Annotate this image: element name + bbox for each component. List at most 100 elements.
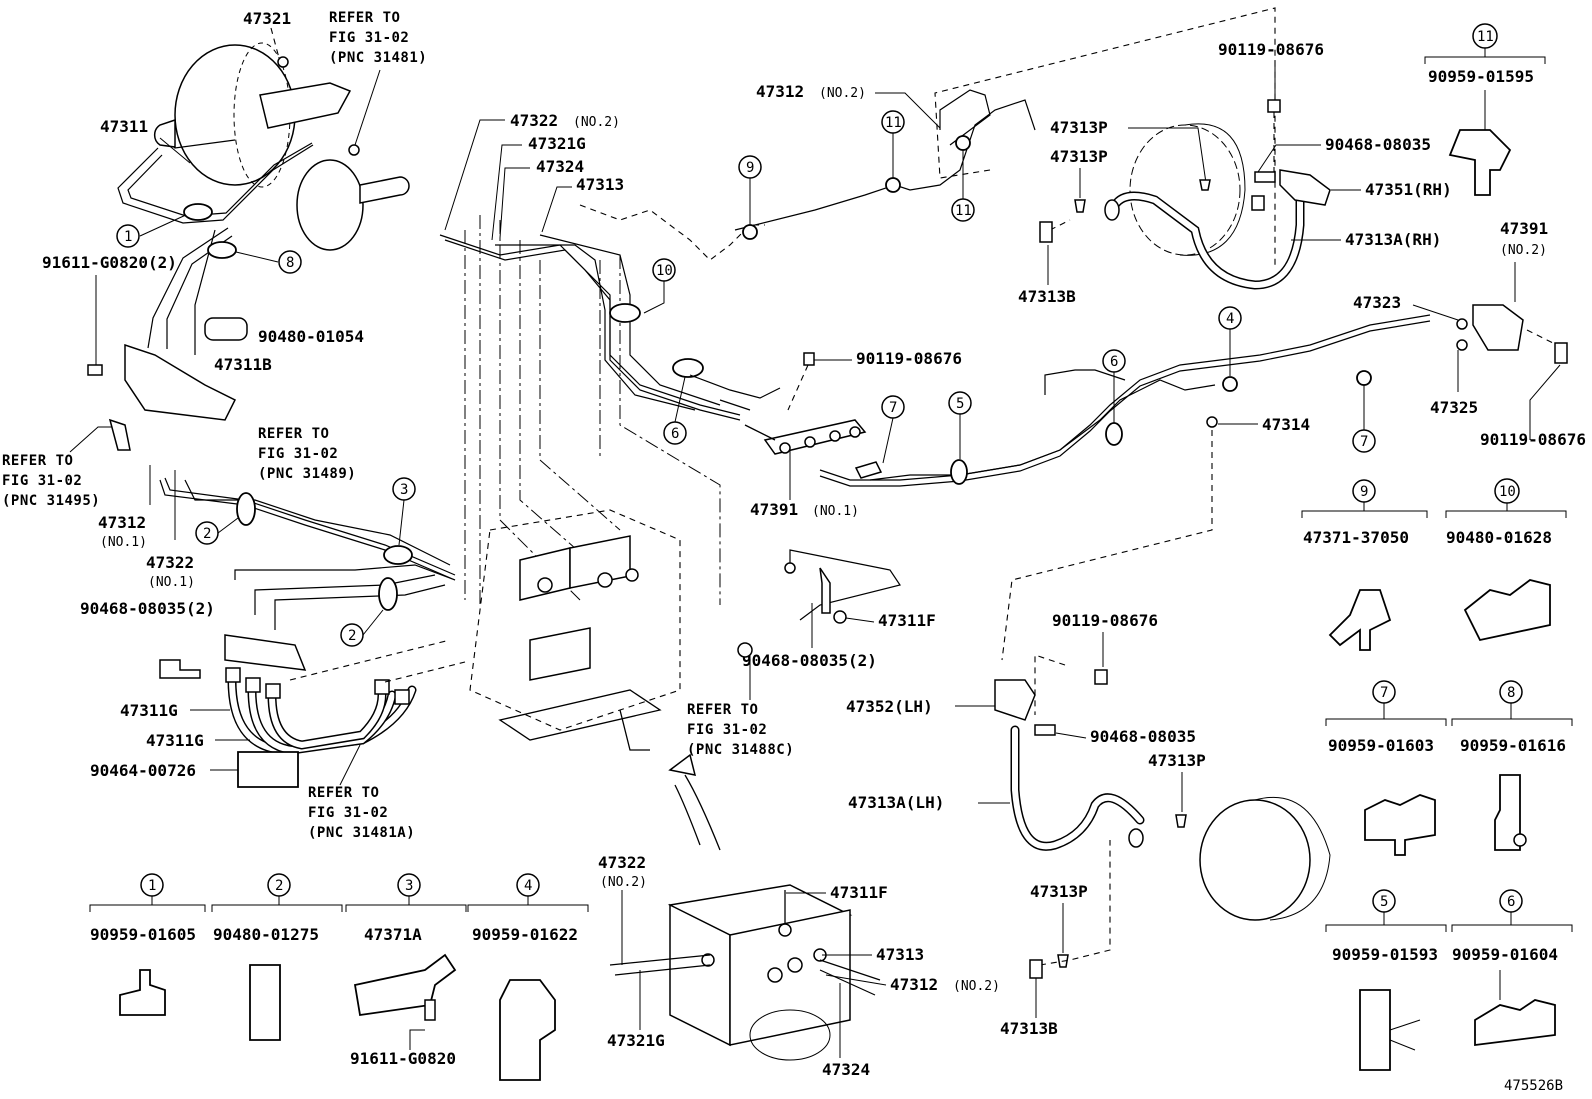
label-47325: 47325 bbox=[1430, 398, 1478, 417]
svg-text:2: 2 bbox=[275, 878, 283, 894]
label-47323: 47323 bbox=[1353, 293, 1401, 312]
svg-text:(PNC 31481A): (PNC 31481A) bbox=[308, 825, 415, 841]
label-90119-08676-lh: 90119-08676 bbox=[1052, 611, 1158, 630]
svg-text:(NO.2): (NO.2) bbox=[600, 875, 647, 890]
legend-part-90959-01605: 90959-01605 bbox=[90, 925, 196, 944]
label-47311F-mid: 47311F bbox=[878, 611, 936, 630]
label-47314: 47314 bbox=[1262, 415, 1310, 434]
svg-text:10: 10 bbox=[656, 263, 673, 279]
svg-text:(NO.2): (NO.2) bbox=[953, 979, 1000, 994]
svg-text:(NO.1): (NO.1) bbox=[812, 504, 859, 519]
mid-right-pipes bbox=[819, 314, 1431, 487]
legend-part-91611-G0820: 91611-G0820 bbox=[350, 1049, 456, 1068]
label-90468-08035-2-left: 90468-08035(2) bbox=[80, 599, 215, 618]
svg-text:REFER TO: REFER TO bbox=[258, 426, 329, 442]
label-90119-08676-tr: 90119-08676 bbox=[1218, 40, 1324, 59]
svg-text:8: 8 bbox=[286, 255, 294, 271]
label-47311B: 47311B bbox=[214, 355, 272, 374]
svg-text:REFER TO: REFER TO bbox=[308, 785, 379, 801]
label-47311G-b: 47311G bbox=[146, 731, 204, 750]
label-90468-08035-tr: 90468-08035 bbox=[1325, 135, 1431, 154]
label-47321: 47321 bbox=[243, 9, 291, 28]
rh-brake-drum bbox=[1129, 123, 1246, 256]
svg-text:FIG 31-02: FIG 31-02 bbox=[329, 30, 409, 46]
svg-text:9: 9 bbox=[1360, 484, 1368, 500]
label-47352-lh: 47352(LH) bbox=[846, 697, 933, 716]
label-47313P-lh2: 47313P bbox=[1030, 882, 1088, 901]
legend-part-90959-01604: 90959-01604 bbox=[1452, 945, 1558, 964]
svg-text:1: 1 bbox=[148, 878, 156, 894]
bracket-47352-lh bbox=[994, 679, 1036, 721]
callout-10: 10 bbox=[652, 258, 676, 282]
label-47313B-top: 47313B bbox=[1018, 287, 1076, 306]
clamp-legend-9: 9 47371-37050 bbox=[1301, 479, 1428, 651]
callout-11a: 11 bbox=[881, 110, 905, 134]
legend-part-90959-01622: 90959-01622 bbox=[472, 925, 578, 944]
svg-text:3: 3 bbox=[405, 878, 413, 894]
label-47313-top: 47313 bbox=[576, 175, 624, 194]
view-arrow bbox=[668, 753, 721, 851]
svg-text:6: 6 bbox=[671, 426, 679, 442]
svg-text:1: 1 bbox=[124, 229, 132, 245]
legend-part-90959-01593: 90959-01593 bbox=[1332, 945, 1438, 964]
label-47391-no2: 47391 bbox=[1500, 219, 1548, 238]
legend-part-90959-01616: 90959-01616 bbox=[1460, 736, 1566, 755]
label-90119-08676-mid: 90119-08676 bbox=[856, 349, 962, 368]
callout-5: 5 bbox=[948, 391, 972, 415]
svg-text:FIG 31-02: FIG 31-02 bbox=[308, 805, 388, 821]
callout-7a: 7 bbox=[881, 395, 905, 419]
svg-text:11: 11 bbox=[955, 203, 972, 219]
lh-brake-drum bbox=[1199, 796, 1331, 921]
svg-text:(NO.1): (NO.1) bbox=[100, 535, 147, 550]
svg-text:11: 11 bbox=[1477, 29, 1494, 45]
legend-part-47371-37050: 47371-37050 bbox=[1303, 528, 1409, 547]
label-47324-bot: 47324 bbox=[822, 1060, 870, 1079]
clamp-legend-11: 11 90959-01595 bbox=[1424, 23, 1546, 196]
svg-text:2: 2 bbox=[348, 628, 356, 644]
callout-2b: 2 bbox=[340, 623, 364, 647]
svg-text:REFER TO: REFER TO bbox=[2, 453, 73, 469]
svg-text:(NO.1): (NO.1) bbox=[148, 575, 195, 590]
refer-note-pnc-31489: REFER TO FIG 31-02 (PNC 31489) bbox=[258, 426, 356, 482]
label-47321G-bot: 47321G bbox=[607, 1031, 665, 1050]
svg-text:REFER TO: REFER TO bbox=[329, 10, 400, 26]
callout-6a: 6 bbox=[663, 421, 687, 445]
label-90464-00726: 90464-00726 bbox=[90, 761, 196, 780]
callout-7b: 7 bbox=[1352, 429, 1376, 453]
callout-11b: 11 bbox=[951, 198, 975, 222]
diagram-id: 475526B bbox=[1504, 1078, 1563, 1094]
svg-text:(NO.2): (NO.2) bbox=[819, 86, 866, 101]
junction-block-47391-no1 bbox=[744, 419, 867, 455]
legend-part-90480-01628: 90480-01628 bbox=[1446, 528, 1552, 547]
clamp-legend-10: 10 90480-01628 bbox=[1445, 478, 1567, 642]
legend-part-47371A: 47371A bbox=[364, 925, 422, 944]
label-47313A-rh: 47313A(RH) bbox=[1345, 230, 1441, 249]
label-90119-08676-r: 90119-08676 bbox=[1480, 430, 1586, 449]
label-90480-01054: 90480-01054 bbox=[258, 327, 364, 346]
label-47313P-b: 47313P bbox=[1050, 147, 1108, 166]
svg-text:FIG 31-02: FIG 31-02 bbox=[687, 722, 767, 738]
label-47311F-bot: 47311F bbox=[830, 883, 888, 902]
svg-text:11: 11 bbox=[885, 115, 902, 131]
svg-text:(PNC 31495): (PNC 31495) bbox=[2, 493, 100, 509]
label-90468-08035-2-mid: 90468-08035(2) bbox=[742, 651, 877, 670]
svg-text:(NO.2): (NO.2) bbox=[1500, 243, 1547, 258]
actuator-detail bbox=[609, 884, 881, 1061]
abs-actuator bbox=[464, 215, 721, 751]
hose-fitting-rh bbox=[1104, 199, 1120, 221]
svg-text:4: 4 bbox=[1226, 311, 1234, 327]
label-47312-no2-top: 47312 bbox=[756, 82, 804, 101]
svg-text:REFER TO: REFER TO bbox=[687, 702, 758, 718]
callout-1: 1 bbox=[116, 224, 140, 248]
svg-text:2: 2 bbox=[203, 526, 211, 542]
callout-2a: 2 bbox=[195, 521, 219, 545]
label-47322-no1: 47322 bbox=[146, 553, 194, 572]
label-91611-G0820-2: 91611-G0820(2) bbox=[42, 253, 177, 272]
callout-9: 9 bbox=[738, 155, 762, 179]
legend-part-90480-01275: 90480-01275 bbox=[213, 925, 319, 944]
label-47312-bot: 47312 bbox=[890, 975, 938, 994]
label-47313P-a: 47313P bbox=[1050, 118, 1108, 137]
flex-hoses-47311G bbox=[225, 667, 417, 755]
label-47312-no1: 47312 bbox=[98, 513, 146, 532]
